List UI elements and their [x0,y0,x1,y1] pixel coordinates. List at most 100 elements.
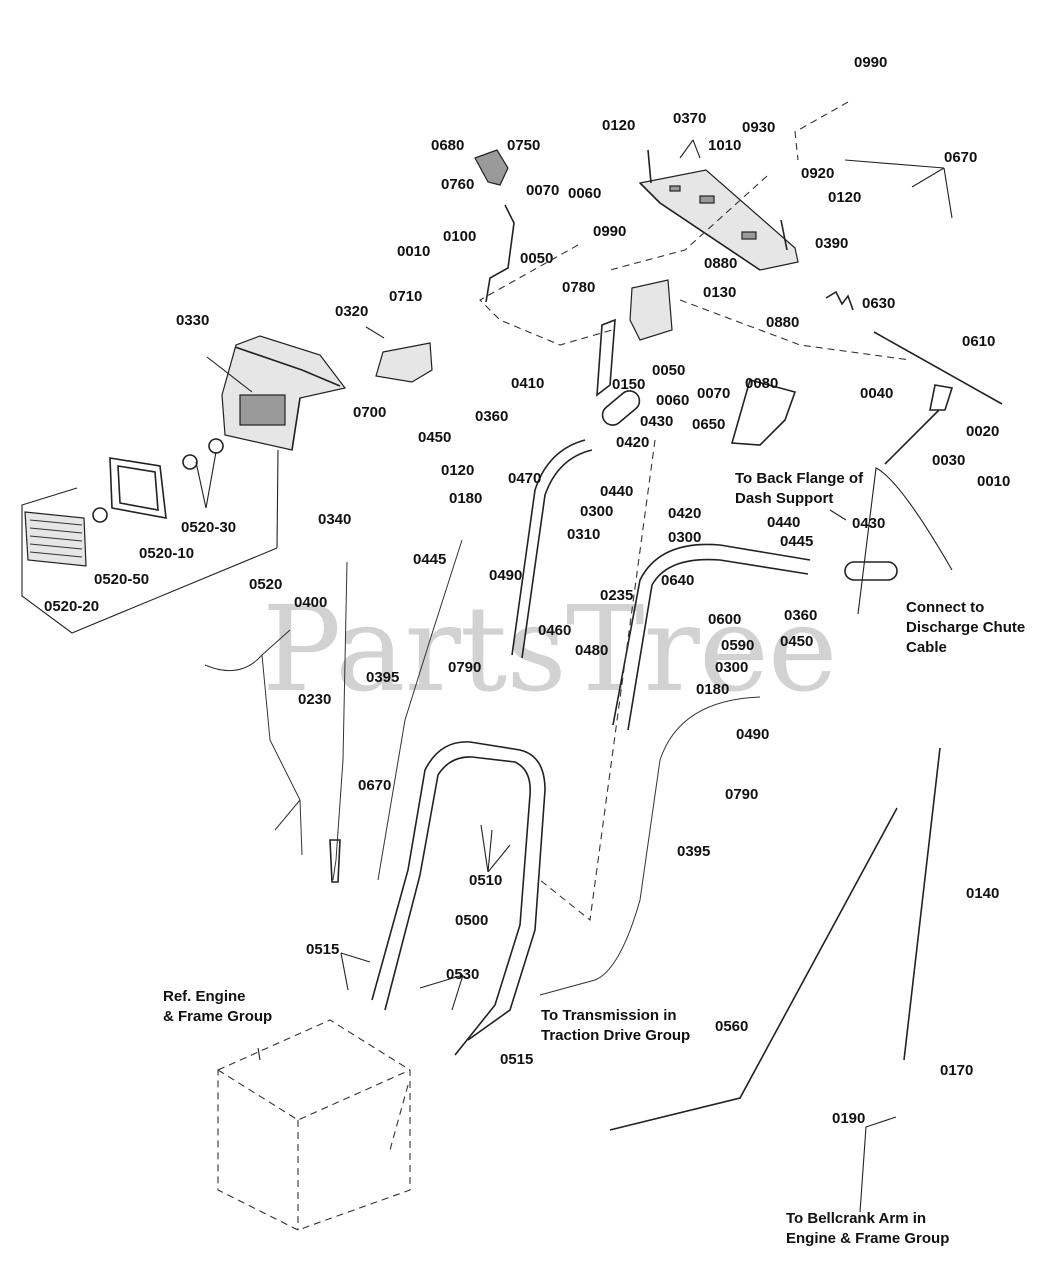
label-0600: 0600 [708,611,742,628]
label-0310: 0310 [567,526,601,543]
label-0450-b: 0450 [780,633,814,650]
label-0050: 0050 [520,250,554,267]
label-0880: 0880 [704,255,738,272]
shield-plate [375,342,433,383]
label-0420-b: 0420 [668,505,702,522]
cable-0395-left [377,539,463,881]
label-0640: 0640 [661,572,695,589]
label-0235: 0235 [600,587,634,604]
label-0370: 0370 [673,110,707,127]
label-0360-b: 0360 [784,607,818,624]
label-0395-b: 0395 [677,843,711,860]
label-0395: 0395 [366,669,400,686]
label-0445: 0445 [780,533,814,550]
handle-upper-left [511,318,616,659]
bracket-0130 [629,279,673,341]
label-0670: 0670 [944,149,978,166]
note-discharge-chute-text: Connect to Discharge Chute Cable [906,599,1026,656]
label-0430: 0430 [640,413,674,430]
note-back-flange: To Back Flange of Dash Support [735,469,863,509]
label-1010: 1010 [708,137,742,154]
dash-support-bracket [638,149,799,271]
label-0410: 0410 [511,375,545,392]
note-ref-engine-text: Ref. Engine & Frame Group [163,988,273,1025]
label-0590: 0590 [721,637,755,654]
label-0120: 0120 [602,117,636,134]
label-0930: 0930 [742,119,776,136]
wire-harness [204,629,303,856]
label-0040: 0040 [860,385,894,402]
label-0450: 0450 [418,429,452,446]
label-0340: 0340 [318,511,352,528]
partstree-watermark: PartsTree [262,580,838,718]
cable-0395-right [539,696,761,996]
label-0120-b: 0120 [828,189,862,206]
label-0070: 0070 [526,182,560,199]
spring-0630 [825,290,854,311]
label-0515-b: 0515 [500,1051,534,1068]
label-0520-10: 0520-10 [139,545,195,562]
label-0990: 0990 [854,54,888,71]
label-0520-30: 0520-30 [181,519,237,536]
label-0430-b: 0430 [852,515,886,532]
label-0180: 0180 [449,490,483,507]
label-0190: 0190 [832,1110,866,1127]
label-0710: 0710 [389,288,423,305]
dashed-lines [389,101,911,1151]
label-0440: 0440 [600,483,634,500]
cable-0560 [609,807,898,1131]
label-0700: 0700 [353,404,387,421]
label-0010: 0010 [397,243,431,260]
label-0170: 0170 [940,1062,974,1079]
label-0650: 0650 [692,416,726,433]
label-0070-b: 0070 [697,385,731,402]
label-0510: 0510 [469,872,503,889]
label-0790-b: 0790 [725,786,759,803]
rod-0100 [485,204,515,303]
rod-0140 [903,747,941,1061]
label-0300: 0300 [580,503,614,520]
label-0440-b: 0440 [767,514,801,531]
label-0130: 0130 [703,284,737,301]
label-0020: 0020 [966,423,1000,440]
label-0420: 0420 [616,434,650,451]
label-0080: 0080 [745,375,779,392]
label-0400: 0400 [294,594,328,611]
label-0140: 0140 [966,885,1000,902]
note-back-flange-text: To Back Flange of Dash Support [735,470,864,507]
label-0010-b: 0010 [977,473,1011,490]
bracket-0080 [730,379,797,446]
note-to-transmission: To Transmission in Traction Drive Group [541,1006,690,1046]
leader-lines [21,139,953,1213]
spring-icon [329,839,341,883]
label-0100: 0100 [443,228,477,245]
label-0320: 0320 [335,303,369,320]
note-to-bellcrank-text: To Bellcrank Arm in Engine & Frame Group [786,1210,950,1247]
label-0060: 0060 [568,185,602,202]
label-0360: 0360 [475,408,509,425]
label-0680: 0680 [431,137,465,154]
handle-upper-right [612,543,811,731]
label-0530: 0530 [446,966,480,983]
headlight-lens [24,511,87,567]
label-0120-c: 0120 [441,462,475,479]
label-0790: 0790 [448,659,482,676]
label-0880-b: 0880 [766,314,800,331]
label-0780: 0780 [562,279,596,296]
label-0150: 0150 [612,376,646,393]
label-0445-b: 0445 [413,551,447,568]
label-0515: 0515 [306,941,340,958]
shift-lever [884,409,940,465]
note-discharge-chute: Connect to Discharge Chute Cable [906,598,1025,658]
headlight-housing [221,335,347,451]
label-0050-b: 0050 [652,362,686,379]
label-0230: 0230 [298,691,332,708]
lamp-frame [92,438,224,523]
label-0920: 0920 [801,165,835,182]
label-0300-b: 0300 [668,529,702,546]
grip-0430 [601,390,898,581]
label-0520-50: 0520-50 [94,571,150,588]
label-0030: 0030 [932,452,966,469]
label-0520: 0520 [249,576,283,593]
